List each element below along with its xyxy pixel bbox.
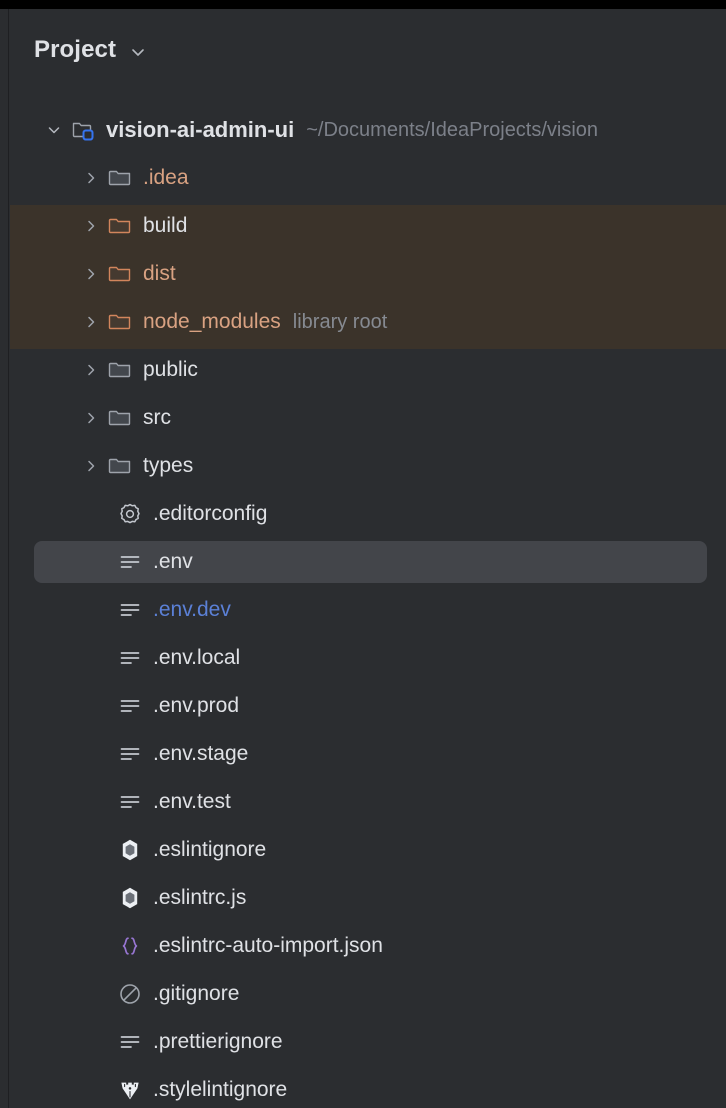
page-title: Project xyxy=(34,36,117,63)
text-file-icon xyxy=(117,645,143,671)
tree-row-project-root[interactable]: vision-ai-admin-ui ~/Documents/IdeaProje… xyxy=(9,106,726,154)
tree-row-src[interactable]: src xyxy=(9,394,726,442)
tree-row-env-stage[interactable]: .env.stage xyxy=(9,730,726,778)
text-file-icon xyxy=(117,597,143,623)
folder-icon xyxy=(107,357,133,383)
project-tool-window-header[interactable]: Project xyxy=(34,31,148,69)
eslint-icon xyxy=(117,837,143,863)
ignore-file-icon xyxy=(117,981,143,1007)
selection-highlight xyxy=(34,541,707,583)
tree-row-label: .idea xyxy=(143,166,189,189)
stylelint-icon xyxy=(117,1077,143,1103)
chevron-right-icon[interactable] xyxy=(79,262,103,286)
text-file-icon xyxy=(117,1029,143,1055)
tree-row-gitignore[interactable]: .gitignore xyxy=(9,970,726,1018)
tree-row-label: node_modules xyxy=(143,310,281,333)
tree-row-label: .env.stage xyxy=(153,742,249,765)
chevron-right-icon[interactable] xyxy=(79,358,103,382)
tree-row-label: src xyxy=(143,406,171,429)
tree-row-env-dev[interactable]: .env.dev xyxy=(9,586,726,634)
tree-row-eslintrc-auto-import-json[interactable]: .eslintrc-auto-import.json xyxy=(9,922,726,970)
tree-row-label: build xyxy=(143,214,188,237)
text-file-icon xyxy=(117,741,143,767)
module-folder-icon xyxy=(70,117,96,143)
tree-row-build[interactable]: build xyxy=(9,202,726,250)
tree-row-env[interactable]: .env xyxy=(9,538,726,586)
chevron-right-icon[interactable] xyxy=(79,454,103,478)
chevron-right-icon[interactable] xyxy=(79,406,103,430)
tree-row-label: .env xyxy=(153,550,193,573)
tree-row-label: public xyxy=(143,358,198,381)
tree-children: .idea build dist node_modules library roo… xyxy=(9,154,726,1108)
tree-row-editorconfig[interactable]: .editorconfig xyxy=(9,490,726,538)
tree-row-label: .eslintrc.js xyxy=(153,886,247,909)
tree-row-label: .env.local xyxy=(153,646,241,669)
tree-row-label: .editorconfig xyxy=(153,502,268,525)
tree-row-eslintignore[interactable]: .eslintignore xyxy=(9,826,726,874)
tree-row-env-test[interactable]: .env.test xyxy=(9,778,726,826)
tree-row-node_modules[interactable]: node_modules library root xyxy=(9,298,726,346)
tree-row-prettierignore[interactable]: .prettierignore xyxy=(9,1018,726,1066)
folder-excluded-icon xyxy=(107,213,133,239)
tree-row-public[interactable]: public xyxy=(9,346,726,394)
folder-excluded-icon xyxy=(107,261,133,287)
chevron-right-icon[interactable] xyxy=(79,310,103,334)
panel-left-divider xyxy=(8,9,9,1108)
tree-row-label: dist xyxy=(143,262,176,285)
json-icon xyxy=(117,933,143,959)
tree-row-label: .env.prod xyxy=(153,694,239,717)
folder-excluded-icon xyxy=(107,309,133,335)
tree-row-label: .gitignore xyxy=(153,982,240,1005)
tree-row-label: types xyxy=(143,454,194,477)
tree-row-label: .eslintrc-auto-import.json xyxy=(153,934,383,957)
folder-icon xyxy=(107,405,133,431)
tree-row-label: .stylelintignore xyxy=(153,1078,288,1101)
tree-row-env-local[interactable]: .env.local xyxy=(9,634,726,682)
folder-icon xyxy=(107,165,133,191)
chevron-right-icon[interactable] xyxy=(79,166,103,190)
text-file-icon xyxy=(117,789,143,815)
tree-row-dist[interactable]: dist xyxy=(9,250,726,298)
tree-row-stylelintignore[interactable]: .stylelintignore xyxy=(9,1066,726,1108)
folder-icon xyxy=(107,453,133,479)
tree-row-env-prod[interactable]: .env.prod xyxy=(9,682,726,730)
chevron-right-icon[interactable] xyxy=(79,214,103,238)
text-file-icon xyxy=(117,549,143,575)
gear-icon xyxy=(117,501,143,527)
chevron-down-icon[interactable] xyxy=(42,118,66,142)
tree-row-eslintrc-js[interactable]: .eslintrc.js xyxy=(9,874,726,922)
project-root-path: ~/Documents/IdeaProjects/vision xyxy=(306,118,599,141)
chevron-down-icon[interactable] xyxy=(128,42,148,62)
tree-row-idea[interactable]: .idea xyxy=(9,154,726,202)
project-root-label: vision-ai-admin-ui xyxy=(106,117,295,142)
title-bar-strip xyxy=(0,0,726,9)
project-tree[interactable]: vision-ai-admin-ui ~/Documents/IdeaProje… xyxy=(9,106,726,1108)
tree-row-label: .env.test xyxy=(153,790,231,813)
tree-row-label: .prettierignore xyxy=(153,1030,283,1053)
eslint-icon xyxy=(117,885,143,911)
text-file-icon xyxy=(117,693,143,719)
tree-row-annotation: library root xyxy=(292,310,388,333)
tree-row-label: .env.dev xyxy=(153,598,231,621)
tree-row-types[interactable]: types xyxy=(9,442,726,490)
project-tool-window: Project xyxy=(9,9,726,1108)
tree-row-label: .eslintignore xyxy=(153,838,267,861)
